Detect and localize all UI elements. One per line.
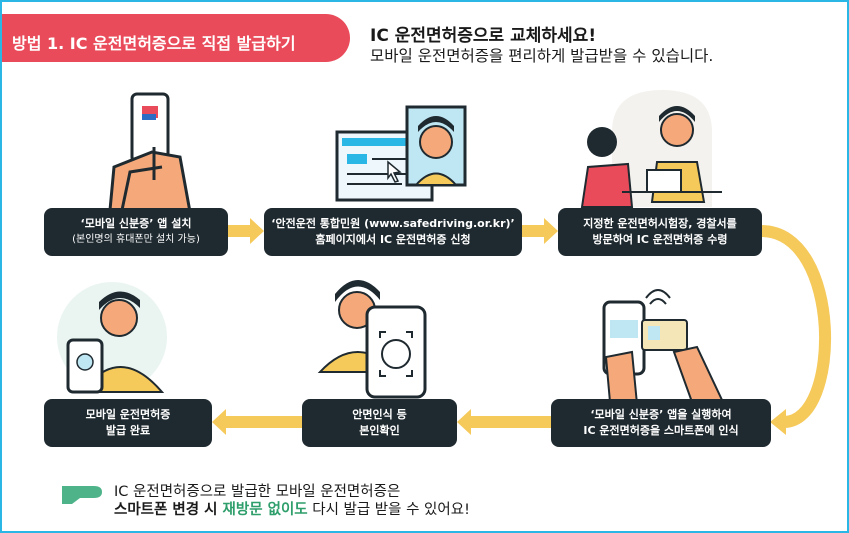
step-title: ‘모바일 신분증’ 앱을 실행하여 <box>590 408 732 421</box>
footer-note-rest: 다시 발급 받을 수 있어요! <box>307 502 470 518</box>
step-title: ‘모바일 신분증’ 앱 설치 <box>80 217 192 230</box>
step-detail: 방문하여 IC 운전면허증 수령 <box>592 233 728 246</box>
arrow-right-icon <box>228 218 264 244</box>
page-headline: IC 운전면허증으로 교체하세요! <box>370 26 597 46</box>
step-card-install-app: ‘모바일 신분증’ 앱 설치 (본인명의 휴대폰만 설치 가능) <box>44 208 228 256</box>
step-title: ‘안전운전 통합민원 (www.safedriving.or.kr)’ <box>271 217 515 230</box>
step-detail: 발급 완료 <box>105 424 151 437</box>
footer-note-bold: 스마트폰 변경 시 <box>114 502 223 518</box>
step-title: 안면인식 등 <box>352 408 407 421</box>
footer-note-line2: 스마트폰 변경 시 재방문 없이도 다시 발급 받을 수 있어요! <box>114 498 470 519</box>
footer-note-highlight: 재방문 없이도 <box>222 502 308 518</box>
pointing-hand-icon <box>62 486 102 504</box>
website-application-illustration <box>335 105 467 202</box>
arrow-left-icon <box>212 409 302 435</box>
step-detail: 홈페이지에서 IC 운전면허증 신청 <box>315 233 471 246</box>
step-card-receive-license: 지정한 운전면허시험장, 경찰서를 방문하여 IC 운전면허증 수령 <box>558 208 762 256</box>
step-detail: 본인확인 <box>359 424 400 437</box>
step-card-issuance-complete: 모바일 운전면허증 발급 완료 <box>44 399 212 447</box>
issuance-complete-illustration <box>57 282 167 394</box>
nfc-scan-illustration <box>602 289 724 406</box>
phone-in-hand-illustration <box>108 92 192 214</box>
step-title: 지정한 운전면허시험장, 경찰서를 <box>583 217 737 230</box>
step-detail: (본인명의 휴대폰만 설치 가능) <box>72 234 200 245</box>
arrow-left-icon <box>457 409 551 435</box>
page-subheadline: 모바일 운전면허증을 편리하게 발급받을 수 있습니다. <box>370 47 714 65</box>
curved-connector-arrow <box>761 225 832 428</box>
footer-note-line1: IC 운전면허증으로 발급한 모바일 운전면허증은 <box>114 484 401 500</box>
step-detail: IC 운전면허증을 스마트폰에 인식 <box>583 424 739 437</box>
step-card-scan-license: ‘모바일 신분증’ 앱을 실행하여 IC 운전면허증을 스마트폰에 인식 <box>551 399 771 447</box>
step-card-apply-online: ‘안전운전 통합민원 (www.safedriving.or.kr)’ 홈페이지… <box>264 208 522 256</box>
step-card-verify-identity: 안면인식 등 본인확인 <box>302 399 457 447</box>
arrow-left-icon <box>770 409 786 435</box>
step-title: 모바일 운전면허증 <box>85 408 171 421</box>
method-banner: 방법 1. IC 운전면허증으로 직접 발급하기 <box>2 14 350 62</box>
face-recognition-illustration <box>317 279 427 399</box>
arrow-right-icon <box>522 218 558 244</box>
license-pickup-illustration <box>580 90 722 208</box>
method-title: 방법 1. IC 운전면허증으로 직접 발급하기 <box>12 34 296 53</box>
